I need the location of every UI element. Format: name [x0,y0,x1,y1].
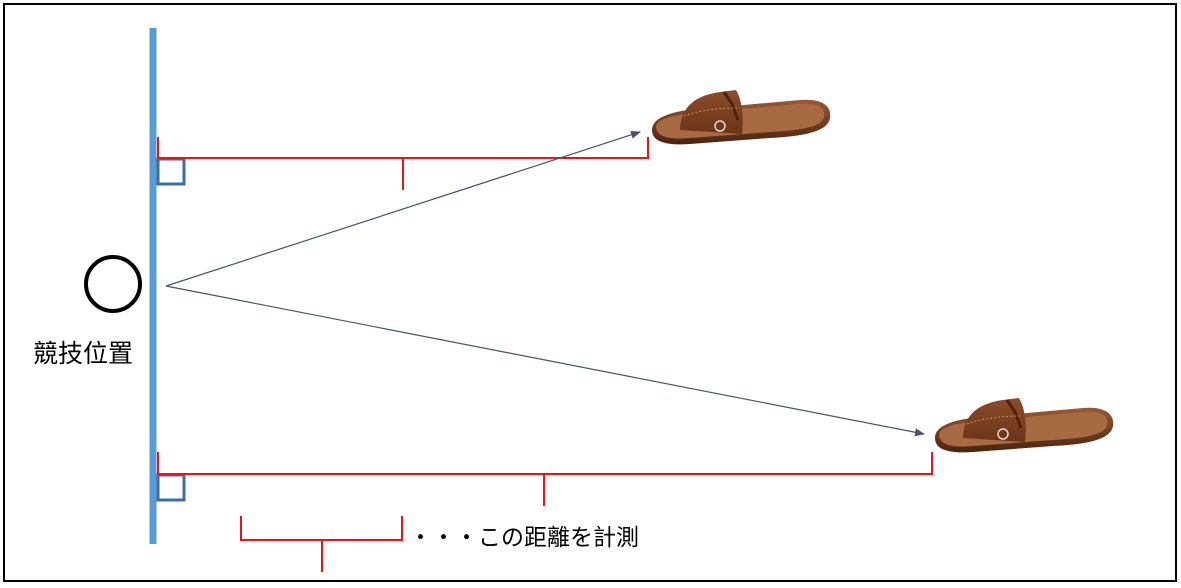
right-angle-marker-bottom [156,473,186,502]
diagram-frame [3,3,1177,582]
slipper-icon-top [652,90,831,145]
arrow-to-bottom-slipper [165,285,925,437]
position-label: 競技位置 [33,339,133,368]
right-angle-marker-top [156,157,186,186]
distance-bracket-bottom [157,452,933,506]
circle-mark-icon [84,255,142,313]
distance-bracket-top [157,137,649,190]
legend-bracket [240,516,403,572]
arrow-to-top-slipper [165,130,641,287]
slipper-icon-bottom [935,398,1114,453]
legend-label: ・・・この距離を計測 [409,525,639,551]
